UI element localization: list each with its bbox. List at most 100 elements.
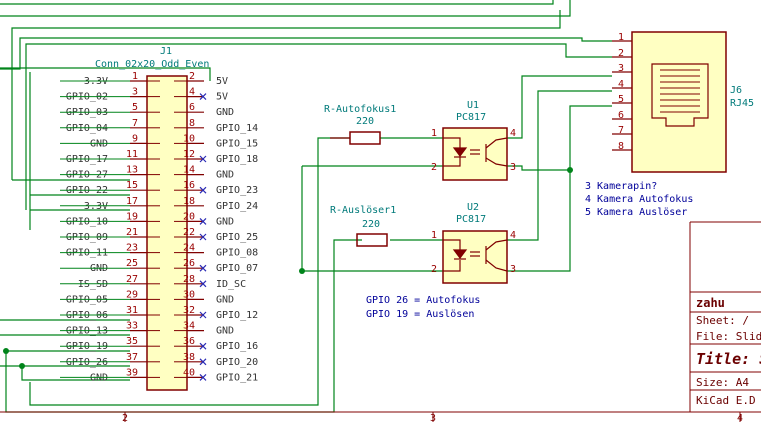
j1-pin-num-left: 15 (126, 180, 138, 191)
tb-title: Title: S (696, 350, 761, 368)
j1-pin-name-right: GPIO_14 (216, 123, 258, 134)
j1-pin-num-left: 37 (126, 352, 138, 363)
u1-pin-2: 2 (431, 162, 437, 173)
j1-pin-name-right: 5V (216, 76, 228, 87)
j1-pin-num-right: 28 (183, 274, 195, 285)
j1-pin-name-right: GPIO_12 (216, 310, 258, 321)
j1-pin-num-right: 18 (183, 196, 195, 207)
j1-pin-num-right: 2 (189, 71, 195, 82)
j1-pin-name-right: GND (216, 170, 234, 181)
no-connect-marker (199, 342, 207, 350)
j1-pin-num-left: 25 (126, 258, 138, 269)
u1-pin-4: 4 (510, 128, 516, 139)
j1-pin-num-left: 9 (132, 133, 138, 144)
j1-pin-name-right: GPIO_23 (216, 185, 258, 196)
j6-pin-num: 1 (618, 32, 624, 43)
tb-size: Size: A4 (696, 376, 749, 389)
j6-pin-num: 8 (618, 141, 624, 152)
j1-pin-num-left: 11 (126, 149, 138, 160)
u1-pin-1: 1 (431, 128, 437, 139)
j1-pin-num-left: 21 (126, 227, 138, 238)
j1-pin-num-left: 5 (132, 102, 138, 113)
j1-pin-num-left: 7 (132, 118, 138, 129)
j1-pin-num-right: 20 (183, 211, 195, 222)
j1-pin-name-right: GND (216, 326, 234, 337)
j1-pin-num-right: 38 (183, 352, 195, 363)
j1-pin-num-right: 12 (183, 149, 195, 160)
j1-pin-num-right: 26 (183, 258, 195, 269)
j1-pin-num-right: 32 (183, 305, 195, 316)
j6-pin-num: 5 (618, 94, 624, 105)
j1-pin-name-right: GPIO_24 (216, 201, 258, 212)
border-mark-4: 4 (737, 413, 743, 422)
j1-pin-num-left: 29 (126, 289, 138, 300)
j1-pin-num-right: 16 (183, 180, 195, 191)
optocoupler-u2: U2 PC817 1 2 4 3 (431, 202, 516, 284)
no-connect-marker (199, 373, 207, 381)
j1-pin-name-right: GPIO_15 (216, 138, 258, 149)
j1-pin-num-left: 23 (126, 243, 138, 254)
j1-pin-name-right: GND (216, 294, 234, 305)
gpio-notes: GPIO 26 = Autofokus GPIO 19 = Auslösen (366, 295, 480, 320)
u2-value: PC817 (456, 214, 486, 225)
j1-pin-name-right: GPIO_25 (216, 232, 258, 243)
no-connect-marker (199, 155, 207, 163)
tb-company: zahu (696, 296, 725, 310)
j6-ref: J6 (730, 85, 742, 96)
j6-value: RJ45 (730, 98, 754, 109)
j1-value: Conn_02x20_Odd_Even (95, 59, 209, 70)
j6-pin-num: 4 (618, 79, 624, 90)
u1-ref: U1 (467, 100, 479, 111)
border-mark-3: 3 (430, 413, 436, 422)
no-connect-marker (199, 358, 207, 366)
resistor-r-autofokus: R-Autofokus1 220 (324, 104, 396, 145)
border-mark-2: 2 (122, 413, 128, 422)
j1-pin-num-right: 8 (189, 118, 195, 129)
j6-pin-num: 2 (618, 48, 624, 59)
u2-pin-3: 3 (510, 264, 516, 275)
r1-value: 220 (356, 116, 374, 127)
rj45-notes: 3 Kamerapin? 4 Kamera Autofokus 5 Kamera… (585, 181, 693, 218)
j1-pin-name-right: GPIO_21 (216, 372, 258, 383)
j1-pin-num-left: 1 (132, 71, 138, 82)
j1-pin-num-right: 6 (189, 102, 195, 113)
j1-pin-num-left: 33 (126, 321, 138, 332)
wires (0, 0, 612, 413)
u2-ref: U2 (467, 202, 479, 213)
j1-pin-num-right: 30 (183, 289, 195, 300)
no-connect-marker (199, 186, 207, 194)
r2-ref: R-Auslöser1 (330, 205, 396, 216)
j1-pin-num-left: 13 (126, 165, 138, 176)
title-block: zahu Sheet: / File: Slide Title: S Size:… (0, 221, 761, 413)
gpio-note-2: GPIO 19 = Auslösen (366, 309, 474, 320)
j6-pin-num: 6 (618, 110, 624, 121)
j1-pin-name-right: ID_SC (216, 279, 246, 290)
r2-value: 220 (362, 219, 380, 230)
u1-pin-3: 3 (510, 162, 516, 173)
rj-note-2: 4 Kamera Autofokus (585, 194, 693, 205)
j1-pin-name-right: GPIO_08 (216, 248, 258, 259)
j1-pin-num-right: 22 (183, 227, 195, 238)
tb-file: File: Slide (696, 330, 761, 343)
no-connect-marker (199, 233, 207, 241)
j1-pin-num-left: 31 (126, 305, 138, 316)
u2-pin-4: 4 (510, 230, 516, 241)
j6-pin-num: 3 (618, 63, 624, 74)
j1-pin-num-left: 19 (126, 211, 138, 222)
tb-tool: KiCad E.D (696, 394, 756, 407)
rj-note-3: 5 Kamera Auslöser (585, 207, 687, 218)
optocoupler-u1: U1 PC817 1 2 4 3 (431, 100, 516, 181)
j1-pin-num-right: 34 (183, 321, 195, 332)
j1-pin-name-right: GPIO_18 (216, 154, 258, 165)
j1-ref: J1 (160, 46, 172, 57)
j1-pin-num-right: 10 (183, 133, 195, 144)
no-connect-marker (199, 280, 207, 288)
j1-pin-num-left: 17 (126, 196, 138, 207)
u1-value: PC817 (456, 112, 486, 123)
no-connect-marker (199, 264, 207, 272)
j1-pin-num-right: 24 (183, 243, 195, 254)
tb-sheet: Sheet: / (696, 314, 749, 327)
